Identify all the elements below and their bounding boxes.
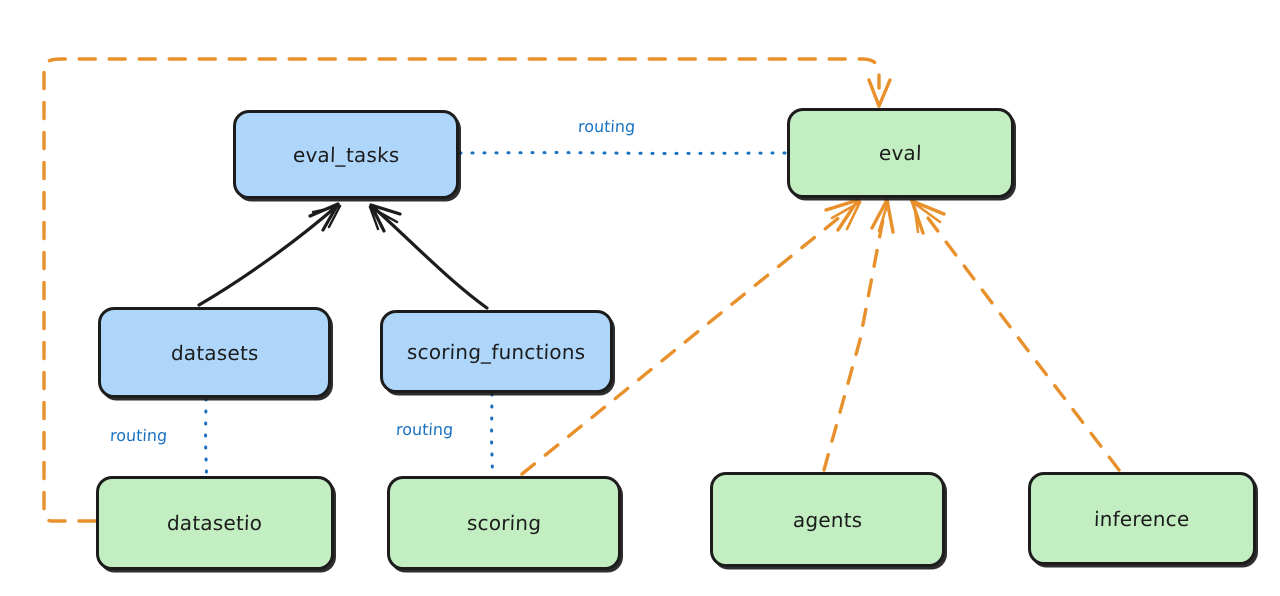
- edge-label-routing-scoring: routing: [395, 420, 454, 439]
- node-eval-tasks[interactable]: eval_tasks: [233, 110, 459, 199]
- node-label-datasetio: datasetio: [166, 511, 264, 535]
- edge-scoring_functions-scoring: [489, 392, 494, 476]
- node-label-scoring-functions: scoring_functions: [406, 339, 587, 364]
- node-scoring[interactable]: scoring: [387, 476, 621, 570]
- edge-label-routing-eval: routing: [577, 117, 636, 136]
- edge-agents-eval: [822, 198, 895, 472]
- node-label-scoring: scoring: [466, 511, 542, 535]
- node-datasets[interactable]: datasets: [98, 307, 331, 398]
- edge-eval_tasks-eval: [458, 150, 788, 156]
- edge-inference-eval: [910, 199, 1121, 472]
- node-scoring-functions[interactable]: scoring_functions: [380, 310, 613, 393]
- edge-datasets-eval_tasks: [197, 202, 342, 307]
- edge-datasetio-eval: [42, 57, 892, 523]
- edge-label-routing-datasets: routing: [109, 426, 168, 445]
- node-label-eval: eval: [878, 141, 923, 165]
- node-label-datasets: datasets: [170, 340, 259, 365]
- edge-scoring_functions-eval_tasks: [368, 203, 489, 310]
- node-agents[interactable]: agents: [710, 472, 945, 567]
- node-label-inference: inference: [1093, 506, 1191, 531]
- node-datasetio[interactable]: datasetio: [96, 476, 334, 570]
- edge-datasets-datasetio: [203, 397, 208, 476]
- node-inference[interactable]: inference: [1028, 472, 1256, 565]
- node-eval[interactable]: eval: [787, 108, 1014, 198]
- node-label-agents: agents: [792, 507, 863, 532]
- node-label-eval-tasks: eval_tasks: [292, 142, 400, 167]
